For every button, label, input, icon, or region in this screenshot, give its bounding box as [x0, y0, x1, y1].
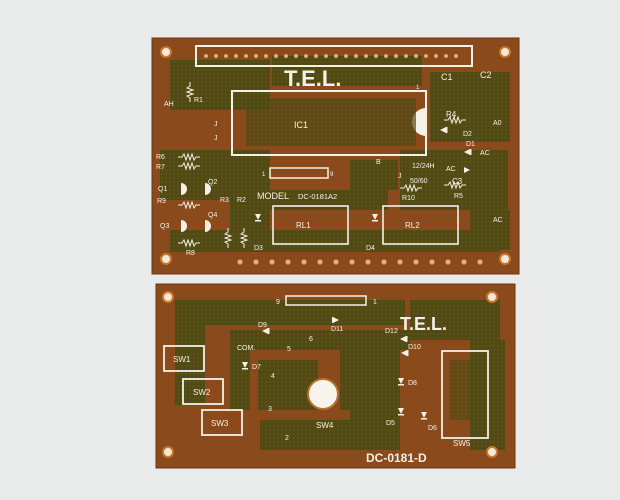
label-q1: Q1 [158, 186, 167, 193]
relay-rl2-outline [382, 205, 459, 245]
mount-hole [486, 446, 498, 458]
label-sw2: SW2 [193, 388, 211, 397]
label-12-24h: 12/24H [412, 163, 435, 170]
label-d9: D9 [258, 322, 267, 329]
relay-rl1-outline [272, 205, 349, 245]
label-r5: R5 [454, 193, 463, 200]
label-d12: D12 [385, 328, 398, 335]
label-j1: J [214, 121, 218, 128]
switch-sw2-outline [182, 378, 224, 405]
header-9pin-bottom [285, 295, 367, 306]
mount-hole [162, 291, 174, 303]
label-r10: R10 [402, 195, 415, 202]
label-d11: D11 [331, 326, 343, 333]
label-r7: R7 [156, 164, 165, 171]
connector-footprint [195, 45, 473, 67]
label-sw4: SW4 [316, 421, 334, 430]
label-r3: R3 [220, 197, 229, 204]
label-r8: R8 [186, 250, 195, 257]
label-com: COM. [237, 345, 255, 352]
pcb-bottom-board: T.E.L. DC-0181-D SW1 SW2 SW3 SW4 SW5 COM… [155, 283, 516, 469]
label-pin1-ic: 1 [416, 85, 420, 91]
switch-sw5-inner [450, 360, 480, 420]
label-d7: D7 [252, 364, 261, 371]
label-d4: D4 [366, 245, 375, 252]
label-q4: Q4 [208, 212, 217, 219]
label-50-60: 50/60 [410, 178, 428, 185]
label-r2: R2 [237, 197, 246, 204]
label-sw3: SW3 [211, 419, 229, 428]
label-r1: R1 [194, 97, 203, 104]
label-d1: D1 [466, 141, 475, 148]
label-ac2: AC [446, 166, 456, 173]
label-rl2: RL2 [405, 221, 420, 230]
connector-pads [204, 54, 458, 58]
brand-bottom: T.E.L. [400, 314, 447, 334]
switch-sw5-outline [441, 350, 489, 439]
label-pin1-header: 1 [262, 172, 266, 178]
label-num-2: 2 [285, 435, 289, 442]
label-pin9-header: 9 [330, 172, 334, 178]
transistor-footprints [181, 183, 211, 232]
ic1-label: IC1 [294, 120, 308, 130]
ic1-inner [246, 98, 416, 146]
label-d8: D8 [408, 380, 417, 387]
model-number-bottom: DC-0181-D [366, 451, 427, 465]
label-num-4: 4 [271, 373, 275, 380]
label-j2: J [214, 135, 218, 142]
label-d3: D3 [254, 245, 263, 252]
diode-symbols [255, 127, 472, 222]
mount-hole [160, 253, 172, 265]
label-num-3: 3 [268, 406, 272, 413]
pcb-top-board: T.E.L. IC1 MODEL DC-0181A2 C1 C2 C3 AH R… [151, 37, 520, 275]
label-b-mark: B [376, 159, 381, 166]
label-j3: J [398, 173, 402, 180]
label-rl1: RL1 [296, 221, 311, 230]
label-d10: D10 [408, 344, 421, 351]
sw4-center-hole [307, 378, 339, 410]
mount-hole [162, 446, 174, 458]
label-d5: D5 [386, 420, 395, 427]
label-c2: C2 [480, 70, 492, 80]
label-num-6: 6 [309, 336, 313, 343]
edge-pads-top [237, 259, 483, 265]
label-c1: C1 [441, 72, 453, 82]
label-ac1: AC [480, 150, 490, 157]
resistor-symbols [178, 82, 466, 248]
mount-hole [160, 46, 172, 58]
label-num-9: 9 [276, 299, 280, 306]
model-number-top: DC-0181A2 [298, 192, 337, 201]
diode-symbols-bottom [242, 317, 427, 420]
mount-hole [499, 46, 511, 58]
label-d2: D2 [463, 131, 472, 138]
label-r4: R4 [446, 110, 457, 119]
label-q3: Q3 [160, 223, 169, 230]
switch-sw3-outline [201, 409, 243, 436]
label-q2: Q2 [208, 179, 217, 186]
label-r6: R6 [156, 154, 165, 161]
header-9pin [269, 167, 329, 179]
label-sw5: SW5 [453, 439, 471, 448]
mount-hole [486, 291, 498, 303]
label-d6: D6 [428, 425, 437, 432]
model-label: MODEL [257, 191, 289, 201]
label-c3: C3 [452, 177, 463, 186]
label-a0: A0 [493, 120, 502, 127]
label-ah: AH [164, 101, 174, 108]
label-r9: R9 [157, 198, 166, 205]
label-sw1: SW1 [173, 355, 191, 364]
label-num-5: 5 [287, 346, 291, 353]
brand-top: T.E.L. [284, 66, 341, 91]
switch-sw1-outline [163, 345, 205, 372]
label-ac3: AC [493, 217, 503, 224]
mount-hole [499, 253, 511, 265]
label-num-1: 1 [373, 299, 377, 306]
